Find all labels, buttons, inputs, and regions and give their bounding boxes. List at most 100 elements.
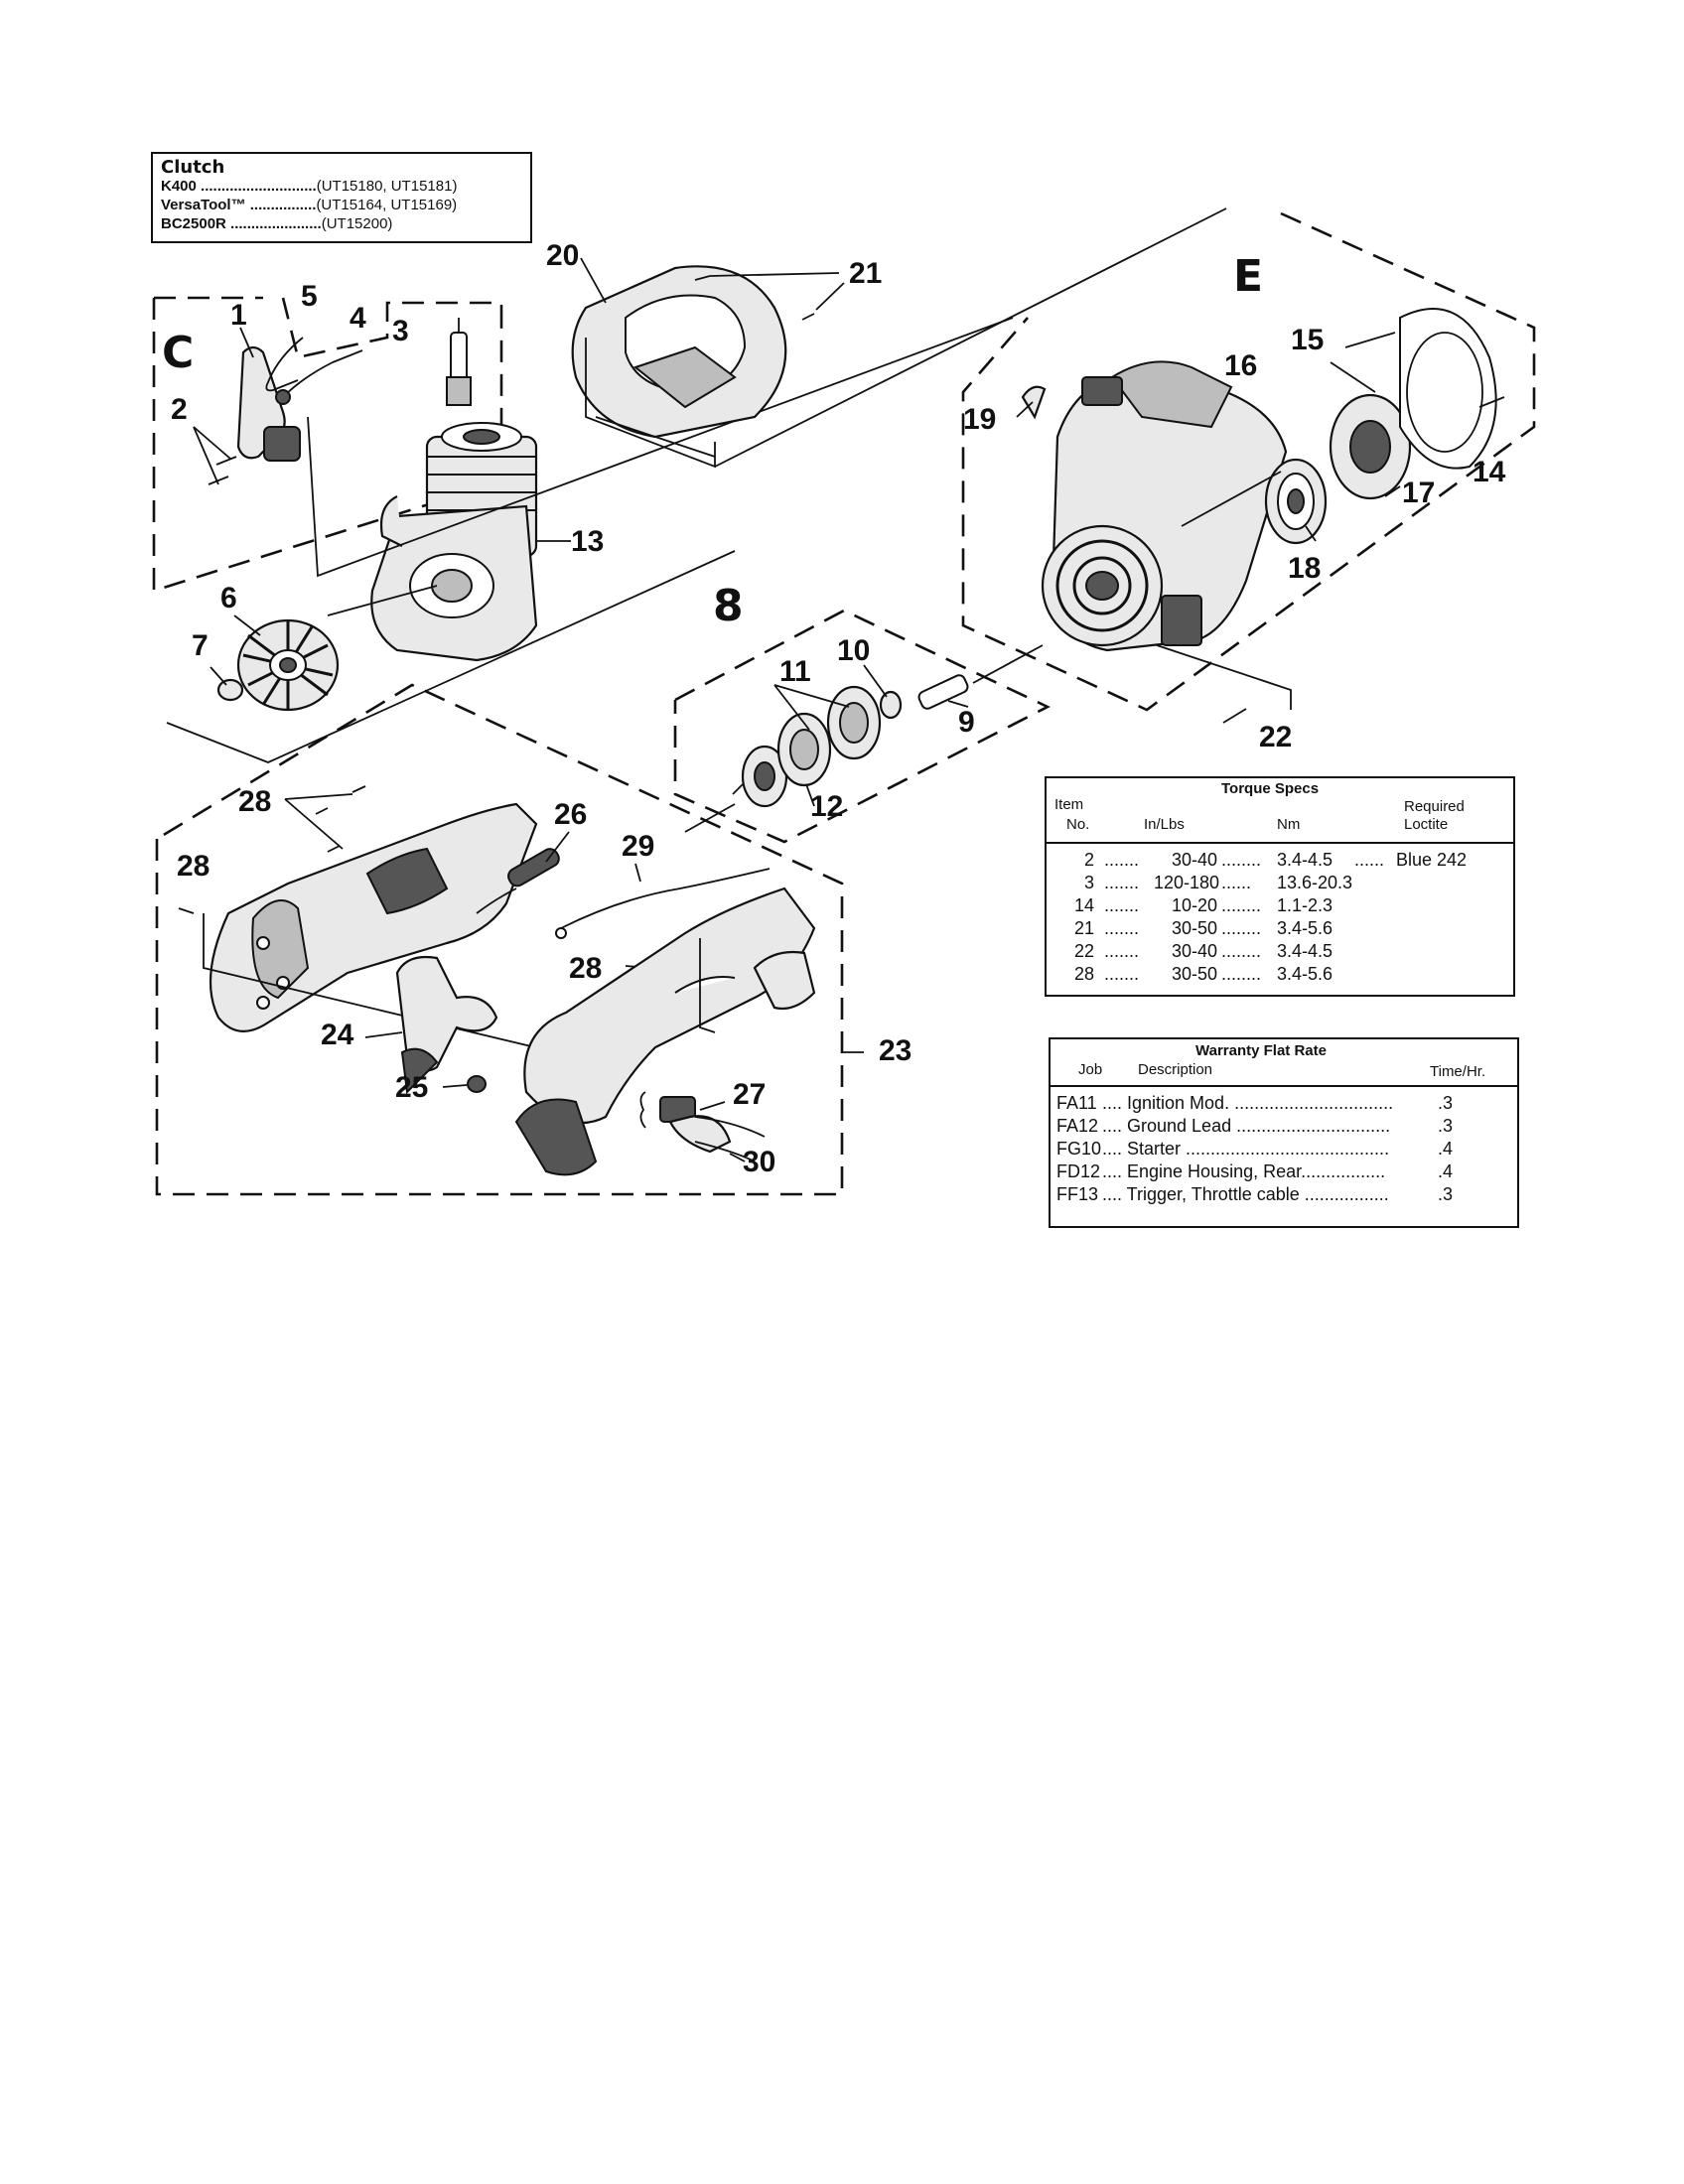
callout-16: 16 — [1224, 349, 1257, 382]
torque-cell-d2: ........ — [1221, 964, 1262, 984]
torque-cell-item: 28 — [1073, 964, 1094, 984]
callout-17: 17 — [1402, 477, 1435, 509]
warranty-cell-job: FA12 — [1056, 1116, 1099, 1136]
callout-20: 20 — [546, 239, 579, 272]
torque-cell-inlbs: 30-50 — [1171, 918, 1217, 938]
callout-25: 25 — [395, 1071, 428, 1104]
warranty-cell-time: .3 — [1438, 1093, 1454, 1113]
throttle-knob — [476, 848, 560, 914]
callout-28-top: 28 — [238, 785, 271, 818]
warranty-flat-rate-table: Warranty Flat Rate Job Description Time/… — [1049, 1037, 1519, 1228]
callout-29: 29 — [622, 830, 654, 863]
warranty-cell-job: FD12 — [1056, 1161, 1101, 1181]
warranty-cell-time: .3 — [1438, 1116, 1454, 1136]
clutch-model: VersaTool™ ................ — [161, 197, 317, 213]
clutch-model: BC2500R ...................... — [161, 215, 322, 232]
torque-cell-inlbs: 30-40 — [1171, 941, 1217, 961]
callout-28-mid: 28 — [569, 952, 602, 985]
torque-cell-d2: ........ — [1221, 895, 1262, 915]
col-required: Required — [1404, 798, 1465, 815]
warranty-cell-job: FG10 — [1056, 1139, 1102, 1159]
warranty-cell-desc: .... Trigger, Throttle cable ...........… — [1102, 1184, 1389, 1204]
trigger-spring — [467, 1075, 487, 1093]
throttle-trigger — [395, 955, 498, 1095]
torque-cell-nm: 3.4-4.5 — [1277, 850, 1333, 870]
callout-2: 2 — [171, 393, 188, 426]
callout-30: 30 — [743, 1146, 775, 1178]
callout-22: 22 — [1259, 721, 1292, 753]
stop-switch — [659, 1096, 766, 1162]
warranty-cell-desc: .... Ignition Mod. .....................… — [1102, 1093, 1394, 1113]
torque-cell-d1: ....... — [1104, 895, 1140, 915]
torque-cell-inlbs: 30-40 — [1171, 850, 1217, 870]
callout-24: 24 — [321, 1019, 354, 1051]
callout-18: 18 — [1288, 552, 1321, 585]
callout-numbers: 1 2 3 4 5 6 7 9 10 11 12 13 14 15 16 17 … — [171, 239, 1506, 1178]
callout-4: 4 — [350, 302, 366, 335]
clutch-row: BC2500R ...................... (UT15200) — [161, 214, 522, 233]
torque-cell-d2: ........ — [1221, 941, 1262, 961]
ignition-module — [236, 327, 301, 462]
callout-12: 12 — [810, 790, 843, 823]
torque-cell-d2: ........ — [1221, 918, 1262, 938]
torque-cell-loctite: Blue 242 — [1396, 850, 1468, 870]
callout-23: 23 — [879, 1034, 912, 1067]
callout-5: 5 — [301, 280, 318, 313]
warranty-header: Warranty Flat Rate Job Description Time/… — [1051, 1039, 1517, 1087]
clutch-units: (UT15164, UT15169) — [316, 197, 458, 213]
warranty-cell-desc: .... Engine Housing, Rear...............… — [1102, 1161, 1386, 1181]
throttle-cable — [560, 868, 771, 929]
torque-title: Torque Specs — [1221, 780, 1320, 797]
callout-9: 9 — [958, 706, 975, 739]
torque-cell-d1: ....... — [1104, 918, 1140, 938]
flywheel-nut — [216, 678, 244, 702]
callout-11: 11 — [779, 655, 811, 688]
callout-6: 6 — [220, 582, 237, 614]
handle-tube — [514, 887, 816, 1176]
torque-cell-inlbs: 120-180 — [1154, 873, 1220, 892]
lead-wire-4 — [282, 349, 363, 398]
callout-7: 7 — [192, 629, 209, 662]
clutch-units: (UT15200) — [321, 215, 393, 232]
col-description: Description — [1138, 1061, 1213, 1078]
torque-cell-d1: ....... — [1104, 850, 1140, 870]
warranty-cell-job: FA11 — [1056, 1093, 1097, 1113]
section-e-label: E — [1233, 251, 1263, 302]
flywheel — [236, 618, 340, 712]
section-c-group: C — [152, 296, 503, 593]
torque-cell-item: 3 — [1083, 873, 1094, 892]
torque-cell-d2: ........ — [1221, 850, 1262, 870]
torque-cell-inlbs: 30-50 — [1171, 964, 1217, 984]
cylinder-shroud — [571, 265, 787, 458]
torque-cell-nm: 1.1-2.3 — [1277, 895, 1333, 915]
torque-header: Torque Specs Item No. In/Lbs Nm Required… — [1047, 778, 1513, 844]
callout-14: 14 — [1473, 456, 1506, 488]
callout-1: 1 — [230, 299, 247, 332]
section-23-group — [155, 683, 844, 1196]
callout-27: 27 — [733, 1078, 766, 1111]
section-8-group: 8 — [673, 581, 1051, 844]
handle-housing — [209, 802, 538, 1032]
warranty-cell-desc: .... Ground Lead .......................… — [1102, 1116, 1391, 1136]
engine-housing — [1021, 360, 1288, 652]
col-loctite: Loctite — [1404, 816, 1449, 833]
shroud-screws — [694, 272, 845, 321]
callout-26: 26 — [554, 798, 587, 831]
callout-13: 13 — [571, 525, 604, 558]
housing-screw — [1222, 708, 1247, 724]
spark-plug — [446, 318, 472, 406]
torque-cell-nm: 3.4-4.5 — [1277, 941, 1333, 961]
clutch-assembly — [732, 674, 969, 808]
warranty-cell-job: FF13 — [1056, 1184, 1099, 1204]
warranty-cell-desc: .... Starter ...........................… — [1102, 1139, 1390, 1159]
callout-15: 15 — [1291, 324, 1324, 356]
ground-lead — [265, 337, 304, 392]
col-no: No. — [1066, 816, 1090, 833]
torque-cell-d3: ...... — [1354, 850, 1385, 870]
torque-specs-table: Torque Specs Item No. In/Lbs Nm Required… — [1045, 776, 1515, 997]
callout-19: 19 — [963, 403, 996, 436]
clutch-model: K400 ............................ — [161, 178, 317, 195]
col-job: Job — [1078, 1061, 1103, 1078]
col-time: Time/Hr. — [1430, 1063, 1486, 1080]
